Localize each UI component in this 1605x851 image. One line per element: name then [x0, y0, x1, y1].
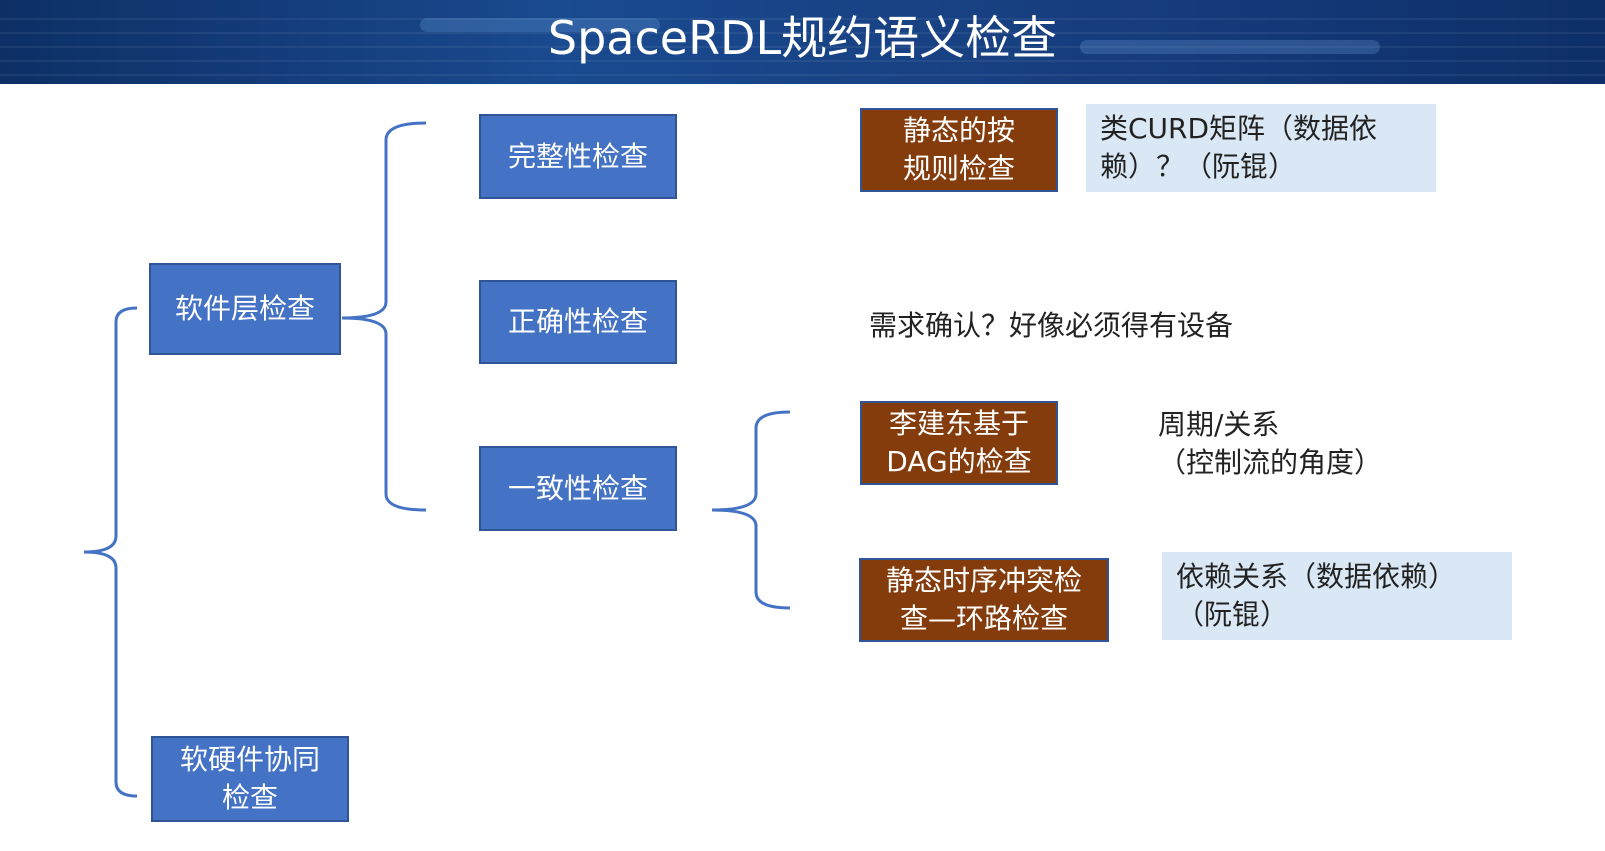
- node-consistency: 一致性检查: [479, 446, 677, 531]
- node-software-layer: 软件层检查: [149, 263, 341, 355]
- node-label: 静态的按规则检查: [902, 114, 1015, 185]
- node-label: 完整性检查: [507, 139, 648, 173]
- node-correctness: 正确性检查: [479, 280, 677, 364]
- bracket-software: [341, 121, 427, 512]
- note-curd-matrix: 类CURD矩阵（数据依赖）？（阮锟）: [1086, 104, 1436, 192]
- node-label: 软件层检查: [174, 292, 315, 325]
- note-data-dependency: 依赖关系（数据依赖）（阮锟）: [1162, 552, 1512, 640]
- node-completeness: 完整性检查: [479, 114, 677, 199]
- node-label: 一致性检查: [507, 471, 648, 505]
- title-banner: SpaceRDL规约语义检查: [0, 0, 1605, 84]
- bracket-root: [83, 306, 138, 798]
- node-static-rule-check: 静态的按规则检查: [860, 108, 1058, 192]
- banner-code-texture: [0, 6, 1605, 76]
- note-requirement-confirm: 需求确认？好像必须得有设备: [869, 309, 1234, 342]
- node-label: 静态时序冲突检查—环路检查: [885, 564, 1082, 635]
- page-title: SpaceRDL规约语义检查: [547, 11, 1058, 65]
- bracket-consistency: [711, 410, 791, 610]
- node-label: 软硬件协同检查: [179, 743, 320, 814]
- banner-glow: [1080, 40, 1380, 54]
- note-period-relation: 周期/关系（控制流的角度）: [1158, 408, 1383, 479]
- node-hw-sw-cosim: 软硬件协同检查: [151, 736, 349, 822]
- node-label: 正确性检查: [507, 305, 648, 338]
- node-timing-loop-check: 静态时序冲突检查—环路检查: [859, 558, 1109, 642]
- banner-glow: [420, 18, 660, 32]
